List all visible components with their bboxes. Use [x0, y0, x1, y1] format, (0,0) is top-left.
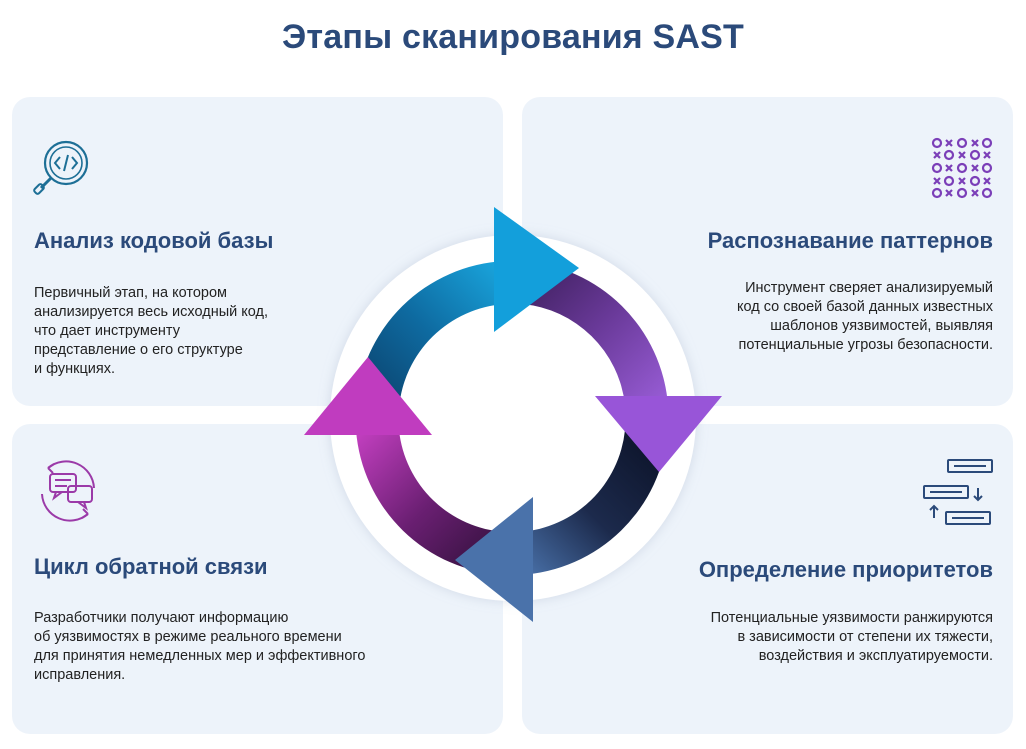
pattern-grid-icon	[929, 135, 995, 206]
step-card-prioritization: Определение приоритетов Потенциальные уя…	[522, 424, 1013, 734]
step-description: Инструмент сверяет анализируемый код со …	[736, 280, 993, 353]
step-card-code-analysis: Анализ кодовой базы Первичный этап, на к…	[12, 97, 503, 406]
step-description: Первичный этап, на котором анализируется…	[34, 285, 269, 377]
cycle-arc-bottom-left	[356, 430, 505, 575]
cycle-arrow-down-icon	[595, 396, 722, 472]
code-magnifier-icon	[30, 137, 94, 206]
step-heading: Определение приоритетов	[698, 557, 993, 582]
step-heading: Анализ кодовой базы	[34, 228, 274, 253]
step-description: Потенциальные уязвимости ранжируются в з…	[710, 610, 993, 664]
cycle-arc-bottom-right	[520, 430, 668, 575]
cycle-arc-top-right	[522, 261, 668, 405]
priority-sort-icon	[920, 458, 994, 533]
cycle-arrow-right-icon	[494, 207, 579, 332]
page-title: Этапы сканирования SAST	[282, 18, 744, 56]
cycle-arrow-up-icon	[304, 357, 432, 435]
step-description: Разработчики получают информацию об уязв…	[34, 610, 366, 683]
step-heading: Распознавание паттернов	[707, 228, 993, 253]
cycle-arrow-left-icon	[455, 497, 533, 622]
step-heading: Цикл обратной связи	[34, 554, 268, 579]
cycle-arc-top-left	[356, 261, 505, 408]
cycle-diagram	[304, 207, 722, 622]
step-card-feedback-loop: Цикл обратной связи Разработчики получаю…	[12, 424, 503, 734]
feedback-chat-icon	[32, 458, 104, 529]
